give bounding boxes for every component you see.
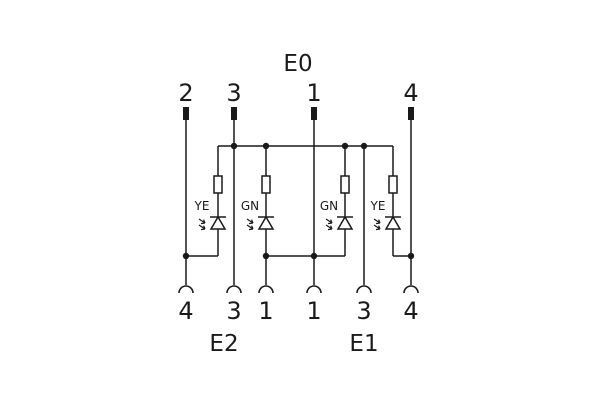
port-label-e0: E0: [283, 51, 312, 77]
bottom-socket-arcs: [178, 285, 419, 294]
port-label-e2: E2: [209, 331, 238, 357]
led-diodes: [209, 215, 402, 230]
resistors: [213, 175, 398, 194]
led-emission-arrows: [198, 218, 381, 231]
junction-dots: [182, 142, 415, 260]
bottom-pin-label: 4: [178, 297, 193, 325]
led-color-label: YE: [194, 199, 210, 213]
bottom-pin-label: 4: [403, 297, 418, 325]
led-color-label: GN: [320, 199, 338, 213]
led-color-label: GN: [241, 199, 259, 213]
top-pin-stubs: [183, 107, 414, 120]
bottom-pin-label: 3: [226, 297, 241, 325]
bottom-pin-label: 1: [306, 297, 321, 325]
top-pin-label: 1: [306, 79, 321, 107]
led-color-label: YE: [370, 199, 386, 213]
port-label-e1: E1: [349, 331, 378, 357]
bottom-pin-label: 1: [258, 297, 273, 325]
top-pin-label: 3: [226, 79, 241, 107]
bottom-pin-label: 3: [356, 297, 371, 325]
top-pin-label: 4: [403, 79, 418, 107]
top-pin-label: 2: [178, 79, 193, 107]
